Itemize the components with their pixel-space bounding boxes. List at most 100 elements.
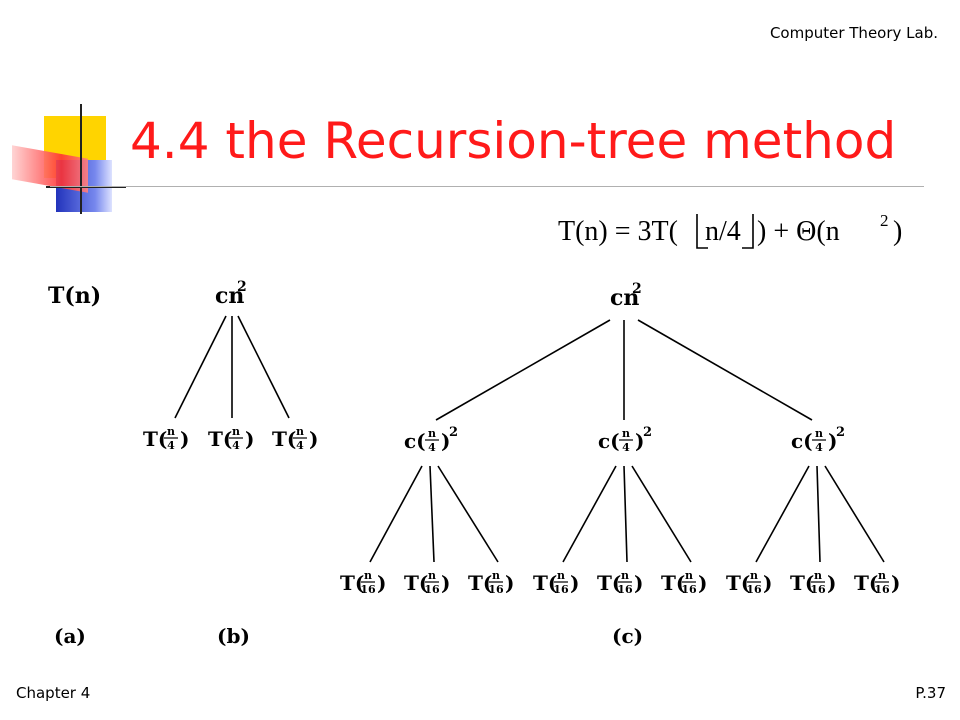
tree-c-leaf-right-2-prefix: T(: [790, 571, 814, 595]
slide-title: 4.4 the Recursion-tree method: [130, 112, 897, 170]
lab-name: Computer Theory Lab.: [769, 24, 938, 42]
tree-c-leaf-edge: [755, 465, 810, 563]
tree-b-child-left: T(n4): [143, 425, 189, 452]
tree-b-root-text: cn: [215, 283, 244, 309]
tree-c-leaf-right-2-close: ): [827, 571, 836, 595]
tree-c-leaf-right-3-close: ): [891, 571, 900, 595]
tree-c-leaf-middle-1-close: ): [570, 571, 579, 595]
tree-c-mid-right-numerator: n: [815, 427, 823, 440]
tree-c-leaf-middle-1: T(n16): [533, 569, 579, 596]
tree-b-child-right-close: ): [309, 427, 318, 451]
recurrence-lhs: T(n) = 3T(: [558, 216, 678, 247]
recurrence-floor-arg: n/4: [705, 216, 741, 247]
tree-c-leaf-left-2: T(n16): [404, 569, 450, 596]
tree-c-leaf-middle-2-denominator: 16: [617, 583, 633, 596]
tree-c-leaf-left-1-numerator: n: [364, 569, 372, 582]
tree-c-mid-middle-prefix: c(: [598, 429, 620, 453]
tree-c-leaf-middle-3-numerator: n: [685, 569, 693, 582]
tree-c-root-text: cn: [610, 285, 639, 311]
tree-b: cn 2 T(n4)T(n4)T(n4) (b): [143, 279, 318, 648]
recurrence-rhs-exponent: 2: [880, 211, 889, 230]
tree-c-leaf-middle-2: T(n16): [597, 569, 643, 596]
logo-horizontal-line: [46, 186, 126, 188]
tree-b-child-left-numerator: n: [167, 425, 175, 438]
tree-b-label: (b): [217, 624, 250, 648]
tree-c-leaf-edge: [429, 465, 435, 563]
tree-c-root-exponent: 2: [632, 281, 642, 297]
tree-c-leaf-left-2-prefix: T(: [404, 571, 428, 595]
tree-c-edge-left: [435, 319, 611, 421]
tree-c-leaf-left-3-numerator: n: [492, 569, 500, 582]
tree-c-leaf-middle-2-close: ): [634, 571, 643, 595]
tree-c-mid-right-close: ): [828, 429, 837, 453]
tree-b-child-left-close: ): [180, 427, 189, 451]
tree-b-edge-right: [237, 315, 290, 419]
tree-c-mid-left-numerator: n: [428, 427, 436, 440]
tree-c-leaf-middle-1-numerator: n: [557, 569, 565, 582]
tree-c-mid-left-denominator: 4: [428, 441, 436, 454]
tree-c-leaf-left-2-denominator: 16: [424, 583, 440, 596]
logo-vertical-line: [80, 104, 82, 214]
tree-c-leaf-left-3-close: ): [505, 571, 514, 595]
tree-c-leaf-right-3: T(n16): [854, 569, 900, 596]
recurrence-formula: T(n) = 3T( n/4 ) + Θ(n 2 ): [558, 211, 902, 249]
tree-b-child-left-denominator: 4: [167, 439, 175, 452]
tree-c-root: cn 2: [610, 281, 642, 311]
tree-c-leaf-left-1-close: ): [377, 571, 386, 595]
tree-c-leaf-left-1: T(n16): [340, 569, 386, 596]
tree-c-leaf-right-1-numerator: n: [750, 569, 758, 582]
recurrence-rhs-close: ): [893, 216, 902, 247]
tree-b-child-middle-prefix: T(: [208, 427, 232, 451]
tree-c-mid-middle-exponent: 2: [643, 425, 652, 440]
tree-c-leaf-middle-3-denominator: 16: [681, 583, 697, 596]
tree-c-leaf-right-3-numerator: n: [878, 569, 886, 582]
tree-c-mid-left-prefix: c(: [404, 429, 426, 453]
tree-b-child-right-numerator: n: [296, 425, 304, 438]
tree-c-leaf-left-1-prefix: T(: [340, 571, 364, 595]
title-divider: [50, 186, 924, 187]
tree-a-label: (a): [54, 624, 86, 648]
tree-c-mid-right-prefix: c(: [791, 429, 813, 453]
tree-c-leaf-middle-3-close: ): [698, 571, 707, 595]
tree-b-child-middle-denominator: 4: [232, 439, 240, 452]
tree-b-child-left-prefix: T(: [143, 427, 167, 451]
tree-c-leaf-middle-2-prefix: T(: [597, 571, 621, 595]
footer-chapter: Chapter 4: [16, 684, 91, 702]
tree-c-leaf-right-3-prefix: T(: [854, 571, 878, 595]
tree-c-label: (c): [612, 624, 643, 648]
tree-c-leaf-right-2-denominator: 16: [810, 583, 826, 596]
tree-c-leaf-left-3-prefix: T(: [468, 571, 492, 595]
tree-b-edge-left: [174, 315, 227, 419]
tree-c-leaf-edge: [437, 465, 499, 563]
tree-c-leaf-edge: [631, 465, 692, 563]
tree-c-mid-right-exponent: 2: [836, 425, 845, 440]
tree-b-child-right-denominator: 4: [296, 439, 304, 452]
tree-c-leaf-left-2-numerator: n: [428, 569, 436, 582]
tree-c-leaf-edge: [369, 465, 423, 563]
tree-c-leaf-right-1-close: ): [763, 571, 772, 595]
tree-c-leaf-edge: [562, 465, 617, 563]
tree-c-leaf-middle-2-numerator: n: [621, 569, 629, 582]
tree-c-mid-middle-denominator: 4: [622, 441, 630, 454]
tree-b-root: cn 2: [215, 279, 247, 309]
recurrence-rhs: ) + Θ(n: [757, 216, 840, 247]
tree-c-mid-left-exponent: 2: [449, 425, 458, 440]
tree-c-leaf-right-1-denominator: 16: [746, 583, 762, 596]
tree-c-leaf-middle-3-prefix: T(: [661, 571, 685, 595]
tree-c-leaf-right-2: T(n16): [790, 569, 836, 596]
tree-c-mid-right: c(n4)2: [791, 425, 845, 454]
tree-c-leaf-right-3-denominator: 16: [874, 583, 890, 596]
footer-page-number: P.37: [915, 684, 946, 702]
tree-c-edge-right: [637, 319, 813, 421]
tree-c-leaf-left-2-close: ): [441, 571, 450, 595]
tree-c-leaf-right-1-prefix: T(: [726, 571, 750, 595]
tree-b-child-right: T(n4): [272, 425, 318, 452]
tree-a: T(n) (a): [48, 283, 101, 648]
tree-c-leaf-left-3-denominator: 16: [488, 583, 504, 596]
tree-c-mid-left-close: ): [441, 429, 450, 453]
tree-c-leaf-edge: [623, 465, 628, 563]
tree-c-mid-middle-close: ): [635, 429, 644, 453]
tree-c-leaf-middle-1-prefix: T(: [533, 571, 557, 595]
